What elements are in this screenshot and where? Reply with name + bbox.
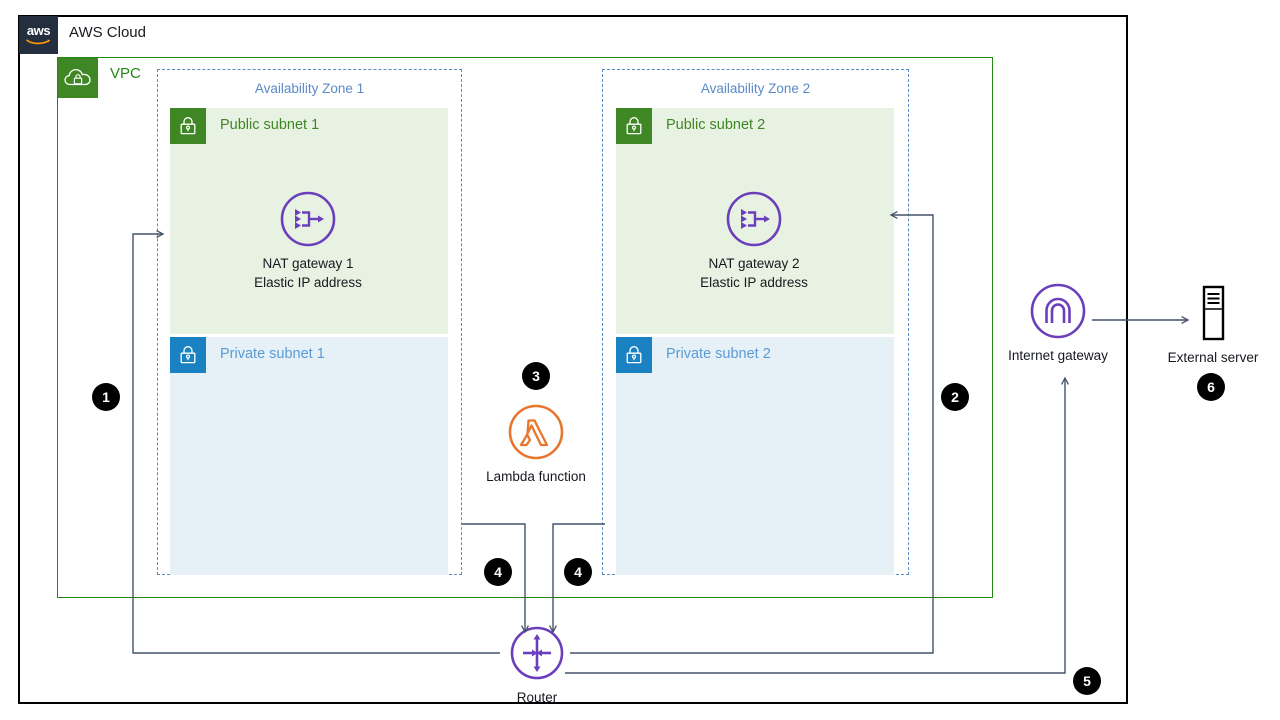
private-subnet-2-label: Private subnet 2: [666, 346, 771, 362]
nat-gateway-2-node[interactable]: NAT gateway 2 Elastic IP address: [694, 190, 814, 292]
private-subnet-1: [170, 337, 448, 575]
lambda-function-node[interactable]: Lambda function: [476, 403, 596, 486]
external-server-label: External server: [1167, 350, 1259, 365]
internet-gateway-icon: [1030, 283, 1086, 339]
availability-zone-2-title: Availability Zone 2: [700, 81, 811, 96]
router-caption: Router: [477, 688, 597, 707]
aws-cloud-title: AWS Cloud: [69, 24, 146, 41]
nat-gateway-icon: [726, 191, 782, 247]
public-subnet-1-label: Public subnet 1: [220, 117, 320, 133]
aws-logo-text: aws: [26, 23, 51, 38]
step-badge-6: 6: [1197, 373, 1225, 401]
vpc-title: VPC: [110, 65, 141, 82]
lock-icon: [170, 337, 206, 373]
lambda-function-icon: [508, 404, 564, 460]
step-badge-5: 5: [1073, 667, 1101, 695]
router-node[interactable]: Router: [477, 624, 597, 707]
nat-gateway-2-line2: Elastic IP address: [700, 275, 808, 290]
private-subnet-2: [616, 337, 894, 575]
vpc-cloud-lock-icon: [58, 58, 98, 98]
step-badge-4-left: 4: [484, 558, 512, 586]
aws-cloud-boundary: [18, 15, 1128, 704]
nat-gateway-2-caption: NAT gateway 2 Elastic IP address: [694, 254, 814, 292]
lock-icon: [616, 337, 652, 373]
nat-gateway-icon: [280, 191, 336, 247]
step-badge-2: 2: [941, 383, 969, 411]
internet-gateway-node[interactable]: Internet gateway: [998, 282, 1118, 365]
nat-gateway-1-node[interactable]: NAT gateway 1 Elastic IP address: [248, 190, 368, 292]
lock-icon: [170, 108, 206, 144]
lambda-function-caption: Lambda function: [476, 467, 596, 486]
nat-gateway-1-caption: NAT gateway 1 Elastic IP address: [248, 254, 368, 292]
aws-logo-icon: aws: [19, 16, 58, 54]
nat-gateway-1-line2: Elastic IP address: [254, 275, 362, 290]
step-badge-3: 3: [522, 362, 550, 390]
public-subnet-2-label: Public subnet 2: [666, 117, 766, 133]
external-server-caption: External server: [1153, 348, 1273, 367]
lambda-function-label: Lambda function: [486, 469, 586, 484]
lock-icon: [616, 108, 652, 144]
step-badge-4-right: 4: [564, 558, 592, 586]
step-badge-1: 1: [92, 383, 120, 411]
nat-gateway-2-line1: NAT gateway 2: [708, 256, 800, 271]
nat-gateway-1-line1: NAT gateway 1: [262, 256, 354, 271]
private-subnet-1-label: Private subnet 1: [220, 346, 325, 362]
router-icon: [510, 626, 564, 680]
server-icon: [1202, 285, 1225, 341]
availability-zone-1-title: Availability Zone 1: [254, 81, 365, 96]
router-label: Router: [516, 690, 558, 705]
external-server-node[interactable]: External server: [1153, 284, 1273, 367]
internet-gateway-label: Internet gateway: [1008, 348, 1108, 363]
internet-gateway-caption: Internet gateway: [998, 346, 1118, 365]
